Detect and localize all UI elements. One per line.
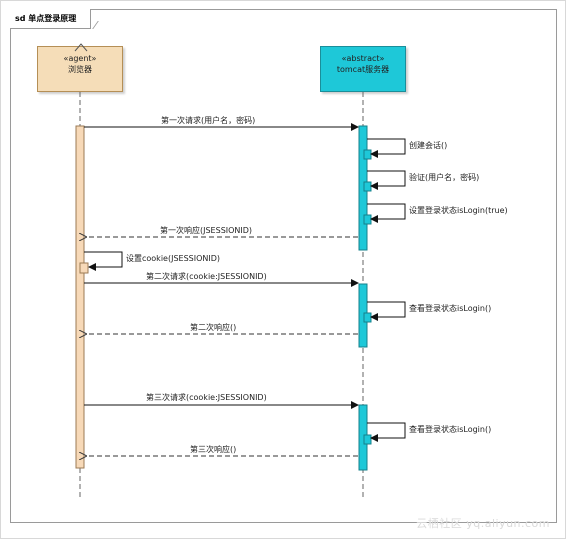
server-nested-activation-1 (363, 149, 372, 160)
server-name: tomcat服务器 (336, 65, 390, 74)
message-label-11: 查看登录状态isLogin() (409, 425, 492, 434)
self-message-arrow-4 (367, 203, 406, 223)
message-label-9: 第二次响应() (190, 323, 237, 332)
message-label-1: 第一次请求(用户名，密码) (161, 116, 256, 125)
agent-nested-activation (79, 262, 89, 274)
server-lifeline-head[interactable]: «abstract» tomcat服务器 (320, 46, 406, 92)
self-message-arrow-3 (367, 170, 406, 190)
agent-activation (75, 125, 85, 469)
agent-stereotype: «agent» (63, 54, 97, 63)
server-nested-activation-3 (363, 214, 372, 225)
message-label-3: 验证(用户名，密码) (409, 173, 480, 182)
message-label-5: 第一次响应(JSESSIONID) (160, 226, 253, 235)
message-label-6: 设置cookie(JSESSIONID) (126, 254, 221, 263)
watermark: 云栖社区 yq.aliyun.com (416, 517, 550, 530)
diagram-title: sd 单点登录原理 (10, 9, 92, 29)
server-nested-activation-2 (363, 181, 372, 192)
self-message-arrow-11 (367, 422, 406, 442)
self-message-arrow-8 (367, 301, 406, 321)
self-message-arrow-2 (367, 138, 406, 158)
server-nested-activation-5 (363, 434, 372, 445)
agent-name: 浏览器 (68, 65, 92, 74)
agent-lifeline-head[interactable]: «agent» 浏览器 (37, 43, 123, 92)
self-message-arrow-6 (84, 251, 123, 271)
message-label-7: 第二次请求(cookie:JSESSIONID) (146, 272, 267, 281)
server-nested-activation-4 (363, 312, 372, 323)
agent-hat-icon (74, 43, 88, 53)
sequence-diagram-frame (10, 9, 557, 523)
message-label-2: 创建会话() (409, 141, 448, 150)
message-label-8: 查看登录状态isLogin() (409, 304, 492, 313)
message-label-4: 设置登录状态isLogin(true) (409, 206, 508, 215)
message-label-10: 第三次请求(cookie:JSESSIONID) (146, 393, 267, 402)
message-label-12: 第三次响应() (190, 445, 237, 454)
server-stereotype: «abstract» (341, 54, 385, 63)
